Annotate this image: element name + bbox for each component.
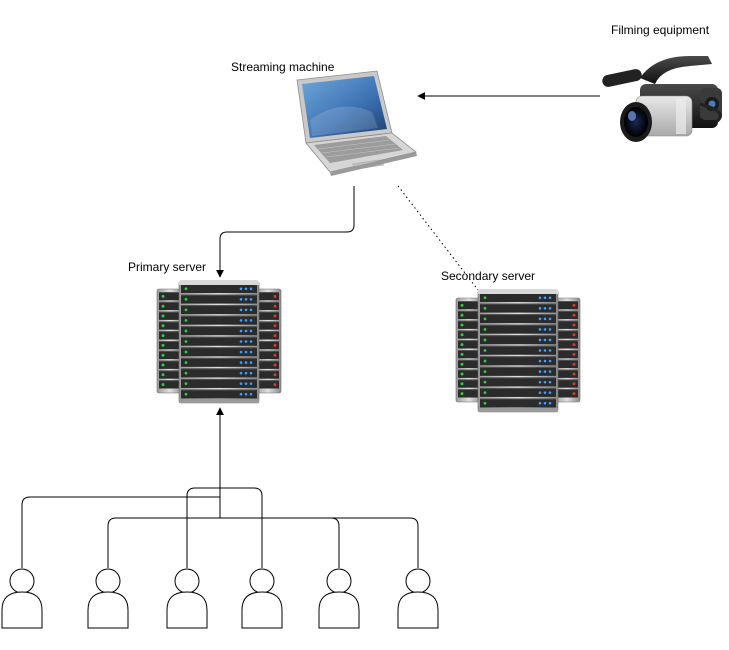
- filming-equipment-label: Filming equipment: [611, 23, 710, 37]
- video-camera-icon: [602, 56, 722, 142]
- laptop-to-primary-arrow: [216, 186, 355, 278]
- secondary-server-rack-icon: [455, 289, 581, 413]
- user-icon: [241, 568, 283, 629]
- user-icon: [318, 568, 360, 629]
- user-icon: [1, 568, 43, 629]
- laptop-to-secondary-dotted-line: [397, 185, 479, 291]
- users-connector-tree: [21, 407, 419, 568]
- streaming-machine-label: Streaming machine: [231, 60, 335, 74]
- laptop-icon: [296, 70, 417, 176]
- user-icon: [87, 568, 129, 629]
- secondary-server-label: Secondary server: [441, 269, 535, 283]
- user-icon: [397, 568, 439, 629]
- primary-server-rack-icon: [156, 280, 282, 404]
- users-group: [1, 568, 439, 629]
- primary-server-label: Primary server: [128, 260, 206, 274]
- user-icon: [166, 568, 208, 629]
